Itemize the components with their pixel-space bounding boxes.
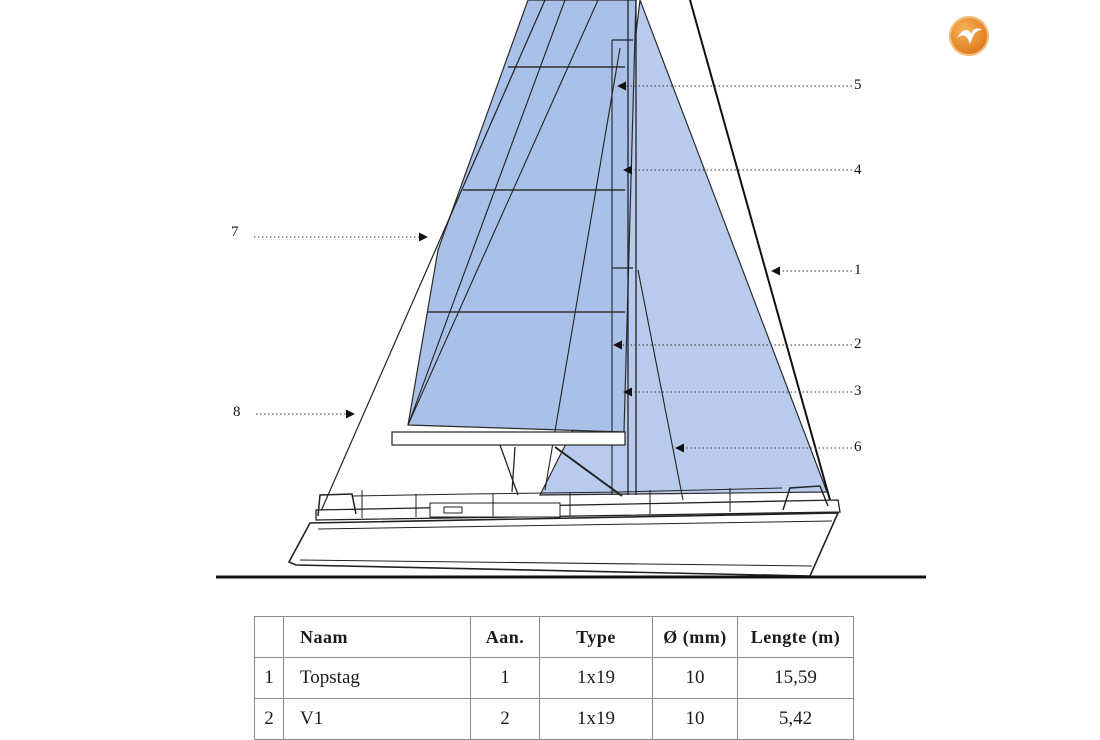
cell-nr: 2 [254, 698, 284, 740]
cell-lengte: 15,59 [737, 657, 854, 699]
callout-leaders [254, 81, 852, 453]
cell-nr: 1 [254, 657, 284, 699]
col-header-type: Type [539, 616, 653, 658]
forestay-7 [317, 0, 546, 519]
col-header-aan: Aan. [470, 616, 540, 658]
callout-5: 5 [854, 77, 862, 93]
shrouds [407, 0, 684, 501]
callout-7: 7 [231, 224, 239, 240]
mast [612, 0, 637, 495]
cell-type: 1x19 [539, 698, 653, 740]
cell-aan: 1 [470, 657, 540, 699]
table-row: 1 Topstag 1 1x19 10 15,59 [254, 657, 854, 699]
callout-2: 2 [854, 336, 862, 352]
callout-3: 3 [854, 383, 862, 399]
seagull-logo-icon[interactable] [949, 16, 989, 56]
cell-diameter: 10 [652, 657, 738, 699]
cell-naam: V1 [283, 698, 471, 740]
col-header-diameter: Ø (mm) [652, 616, 738, 658]
sail-battens [428, 66, 625, 313]
callout-1: 1 [854, 262, 862, 278]
cell-naam: Topstag [283, 657, 471, 699]
cell-diameter: 10 [652, 698, 738, 740]
cell-lengte: 5,42 [737, 698, 854, 740]
callout-4: 4 [854, 162, 862, 178]
cell-aan: 2 [470, 698, 540, 740]
table-header-row: Naam Aan. Type Ø (mm) Lengte (m) [254, 616, 854, 658]
table-row: 2 V1 2 1x19 10 5,42 [254, 698, 854, 740]
rigging-table: Naam Aan. Type Ø (mm) Lengte (m) 1 Topst… [254, 616, 854, 740]
topstag-line [689, 0, 831, 501]
callout-8: 8 [233, 404, 241, 420]
col-header-nr [254, 616, 284, 658]
callout-6: 6 [854, 439, 862, 455]
col-header-naam: Naam [283, 616, 471, 658]
headsail [407, 0, 637, 433]
hull [287, 485, 841, 577]
cell-type: 1x19 [539, 657, 653, 699]
col-header-lengte: Lengte (m) [737, 616, 854, 658]
boom [391, 431, 626, 497]
